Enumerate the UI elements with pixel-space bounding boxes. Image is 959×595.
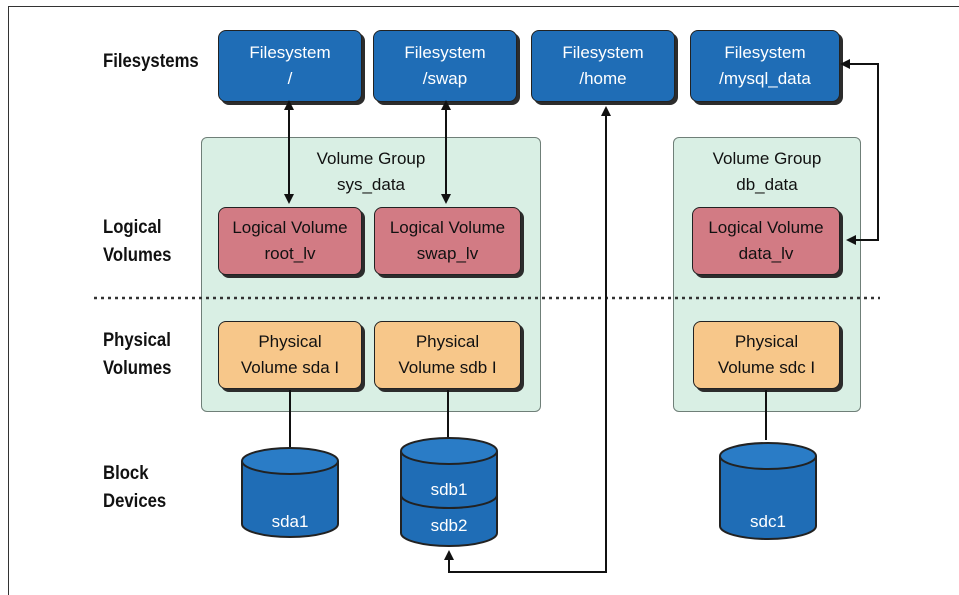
filesystem-root: Filesystem/ — [218, 30, 362, 102]
row-label-filesystems: Filesystems — [103, 51, 199, 72]
disk-label-sdb1: sdb1 — [430, 480, 468, 499]
disk-label-sdb2: sdb2 — [430, 516, 468, 535]
disk-label-sda1: sda1 — [271, 512, 309, 531]
filesystem-home: Filesystem/home — [531, 30, 675, 102]
disk-label-sdc1: sdc1 — [750, 512, 786, 531]
filesystem-swap: Filesystem/swap — [373, 30, 517, 102]
filesystem-mysql-data: Filesystem/mysql_data — [690, 30, 840, 102]
figure-frame-left — [8, 6, 9, 595]
figure-frame-top — [8, 6, 959, 7]
